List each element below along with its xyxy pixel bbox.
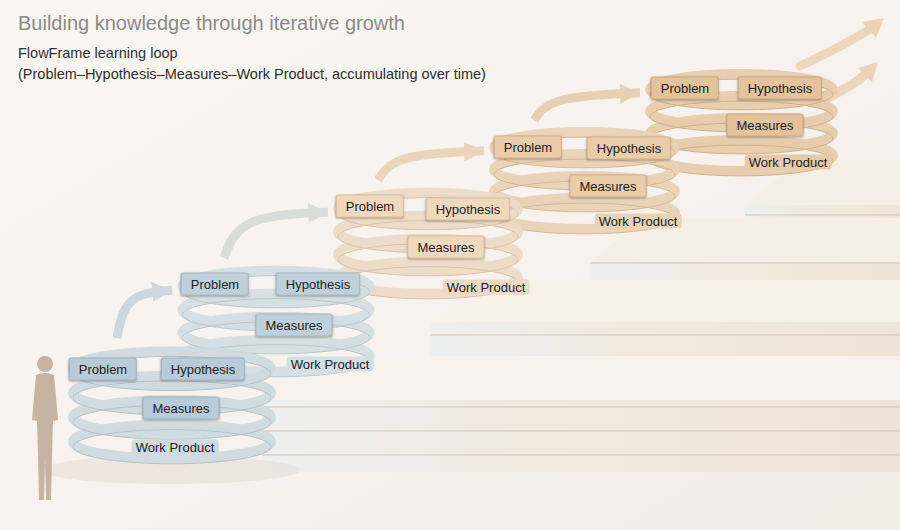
step-tag: Hypothesis (587, 137, 671, 160)
step-tag: Problem (336, 195, 404, 218)
person-silhouette (32, 356, 58, 500)
step-label: Hypothesis (748, 81, 812, 96)
step-tag: Problem (651, 77, 719, 100)
step-tag: Measures (255, 314, 332, 337)
step-tag: Measures (142, 397, 219, 420)
step-label: Measures (579, 179, 636, 194)
step-tag: Problem (69, 358, 137, 381)
step-tag: Hypothesis (161, 358, 245, 381)
stair-step (262, 356, 900, 472)
learning-loop: Work Product Problem HypothesisMeasures (62, 338, 282, 460)
step-label: Hypothesis (597, 141, 661, 156)
step-tag: Hypothesis (738, 77, 822, 100)
step-label: Measures (736, 118, 793, 133)
step-tag: Measures (407, 236, 484, 259)
step-label: Measures (265, 318, 322, 333)
loop-label: Work Product (595, 214, 682, 229)
step-label: Problem (504, 140, 552, 155)
step-label: Measures (417, 240, 474, 255)
step-label: Measures (152, 401, 209, 416)
step-tag: Problem (181, 273, 249, 296)
growth-arrow (117, 290, 172, 338)
step-label: Problem (191, 277, 239, 292)
arrowhead (858, 18, 884, 82)
loop-label: Work Product (132, 440, 219, 455)
ring-edge (73, 430, 271, 464)
loop-label: Work Product (745, 155, 832, 170)
growth-arrow (224, 212, 328, 258)
step-tag: Measures (726, 114, 803, 137)
step-label: Hypothesis (436, 202, 500, 217)
loop-label: Work Product (443, 280, 530, 295)
step-label: Problem (661, 81, 709, 96)
step-tag: Measures (569, 175, 646, 198)
step-label: Hypothesis (286, 277, 350, 292)
growth-arrow (378, 151, 484, 180)
step-tag: Hypothesis (276, 273, 360, 296)
loop-label: Work Product (287, 357, 374, 372)
step-tag: Problem (494, 136, 562, 159)
step-label: Problem (346, 199, 394, 214)
title: Building knowledge through iterative gro… (18, 12, 405, 35)
step-label: Hypothesis (171, 362, 235, 377)
step-tag: Hypothesis (426, 198, 510, 221)
step-label: Problem (79, 362, 127, 377)
subtitle: FlowFrame learning loop (18, 45, 178, 61)
growth-arrow (534, 93, 640, 120)
ring-edge (650, 145, 833, 176)
subtitle: (Problem–Hypothesis–Measures–Work Produc… (18, 66, 486, 82)
